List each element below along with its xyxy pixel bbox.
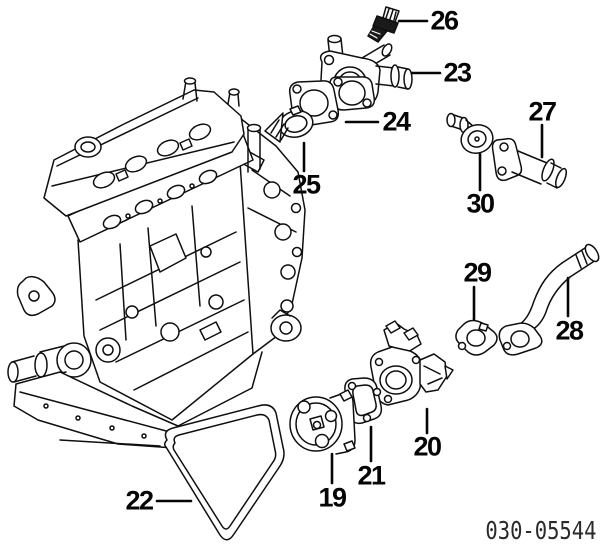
part-thermostat[interactable] xyxy=(264,105,316,143)
part-water-pump[interactable] xyxy=(369,320,454,406)
callout-leader-lines xyxy=(155,19,570,503)
callout-label-26[interactable]: 26 xyxy=(430,5,459,36)
part-water-pipe[interactable] xyxy=(498,242,600,356)
part-temperature-sensor[interactable] xyxy=(367,6,400,43)
callout-label-21[interactable]: 21 xyxy=(357,460,386,491)
callout-label-24[interactable]: 24 xyxy=(382,106,411,137)
callout-label-29[interactable]: 29 xyxy=(463,257,492,288)
drawing-number: 030-05544 xyxy=(484,516,596,545)
callout-label-30[interactable]: 30 xyxy=(466,188,495,219)
callout-label-20[interactable]: 20 xyxy=(413,431,442,462)
callout-label-19[interactable]: 19 xyxy=(318,482,347,513)
engine-assembly-drawing xyxy=(7,77,306,449)
part-drive-belt[interactable] xyxy=(163,404,285,541)
callout-label-28[interactable]: 28 xyxy=(555,315,584,346)
part-pipe-gasket[interactable] xyxy=(455,319,498,356)
part-water-outlet-elbow[interactable] xyxy=(491,137,569,189)
callout-label-25[interactable]: 25 xyxy=(292,169,321,200)
callout-label-27[interactable]: 27 xyxy=(528,96,557,127)
callout-label-22[interactable]: 22 xyxy=(125,485,154,516)
callout-label-23[interactable]: 23 xyxy=(443,57,472,88)
part-bypass-plug[interactable] xyxy=(446,112,497,158)
part-water-pump-pulley[interactable] xyxy=(289,389,356,455)
